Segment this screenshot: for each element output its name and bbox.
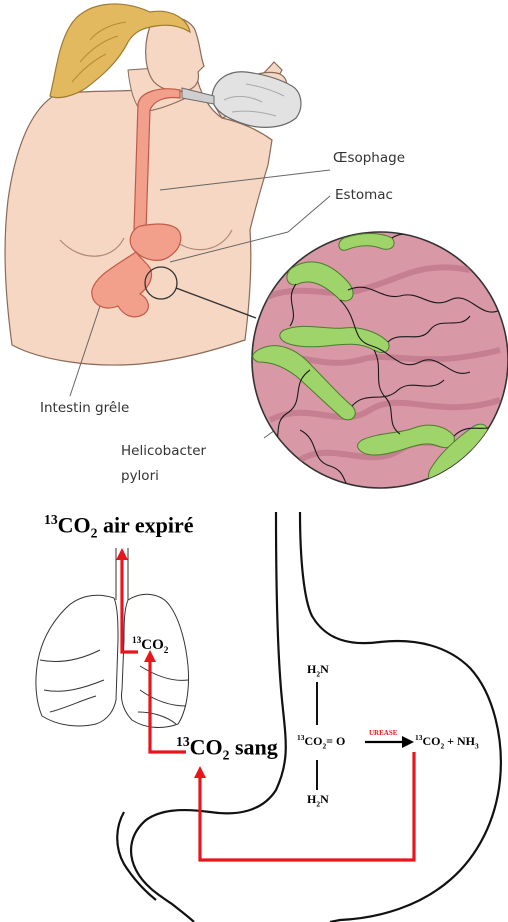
blood-co2-label: 13CO2 sang: [176, 734, 278, 764]
left-lung: [36, 595, 118, 726]
lungs-drawing: [36, 594, 189, 727]
amine-top-label: H2N: [307, 662, 329, 678]
amine-bottom-label: H2N: [307, 792, 329, 808]
exhaled-co2-label: 13CO2 air expiré: [44, 512, 194, 542]
face: [146, 17, 204, 91]
oesophagus-label: Œsophage: [333, 150, 405, 166]
small-intestine-label: Intestin grêle: [40, 400, 129, 416]
co2-flow-arrows: [122, 558, 414, 860]
magnified-bacteria-view: [252, 232, 508, 494]
stomach-label: Estomac: [335, 187, 393, 203]
right-lung: [121, 594, 188, 727]
stomach-outline-outer: [300, 512, 501, 922]
bacterium-label-line1: Helicobacter: [121, 443, 206, 459]
urease-label: UREASE: [369, 729, 397, 737]
bacterium-label-line2: pylori: [121, 468, 159, 484]
lungs-co2-label: 13CO2: [132, 636, 168, 656]
bacterium-7: [453, 234, 478, 254]
anatomy-illustration: [0, 0, 508, 500]
products-label: 13CO2 + NH3: [415, 733, 479, 750]
substrate-label: 13CO2= O: [297, 733, 345, 750]
stomach-outline-inner: [131, 512, 286, 922]
